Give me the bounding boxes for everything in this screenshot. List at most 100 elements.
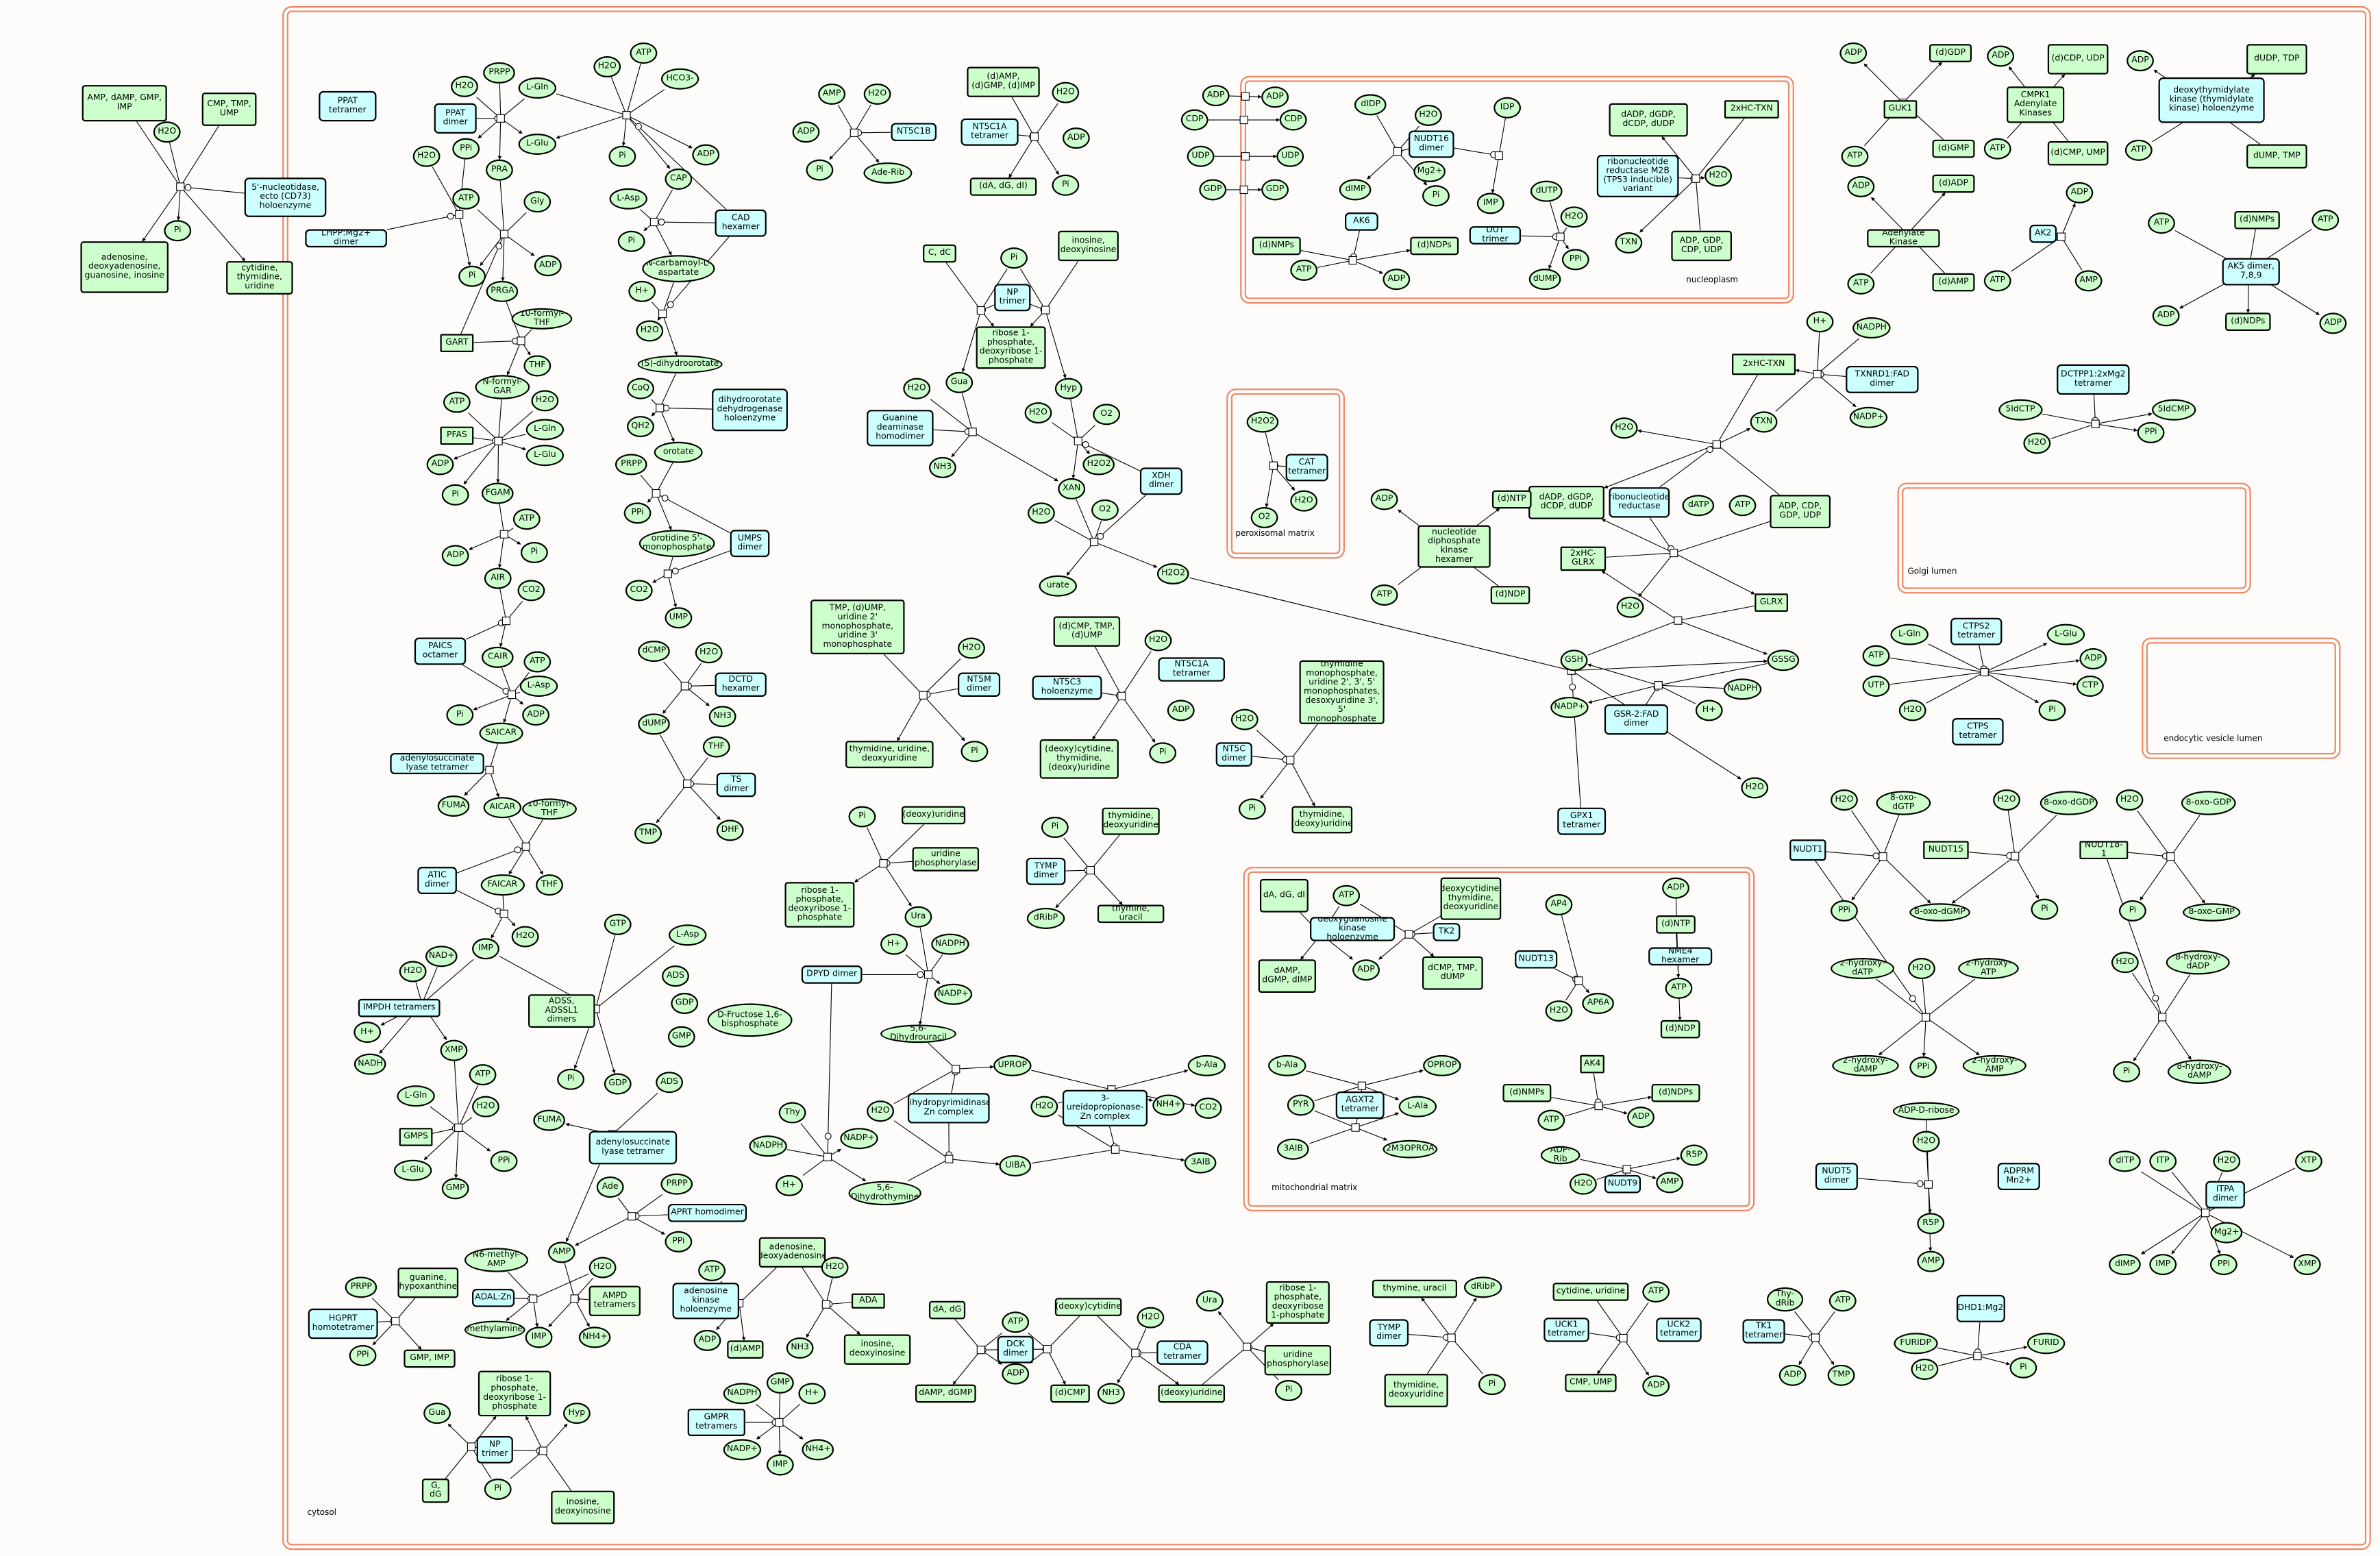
molecule-ppi[interactable]: PPi xyxy=(452,138,480,160)
molecule-8-oxo-gdp[interactable]: 8-oxo-GDP xyxy=(2181,791,2236,815)
molecule-atp[interactable]: ATP xyxy=(2125,140,2153,161)
molecule-oprop[interactable]: OPROP xyxy=(1423,1055,1461,1076)
molecule-h2o[interactable]: H2O xyxy=(636,320,663,341)
molecule-atp[interactable]: ATP xyxy=(1371,584,1398,606)
molecule-adp[interactable]: ADP xyxy=(1352,959,1380,980)
molecule-pi[interactable]: Pi xyxy=(2031,899,2058,920)
complex-uck2-tetramer[interactable]: UCK2 tetramer xyxy=(1656,1318,1701,1342)
molecule-pi[interactable]: Pi xyxy=(806,160,833,181)
molecule-adp[interactable]: ADP xyxy=(1662,878,1689,899)
molecule-adp[interactable]: ADP xyxy=(692,144,719,165)
complex-cad-hexamer[interactable]: CAD hexamer xyxy=(715,210,767,237)
molecule-adp[interactable]: ADP xyxy=(1987,45,2014,66)
entity-set-deoxy-cytidine[interactable]: (deoxy)cytidine xyxy=(1055,1298,1121,1316)
molecule-udp[interactable]: UDP xyxy=(1276,146,1304,167)
molecule-l-gln[interactable]: L-Gln xyxy=(526,419,564,441)
molecule-aicar[interactable]: AICAR xyxy=(484,797,521,818)
complex-adenylosuccinate-lyase-tetramer[interactable]: adenylosuccinate lyase tetramer xyxy=(390,753,484,774)
complex-dihydroorotate-dehydrogenase-holoenzyme[interactable]: dihydroorotate dehydrogenase holoenzyme xyxy=(712,388,788,431)
entity-set-damp-dgmp[interactable]: dAMP, dGMP xyxy=(915,1385,976,1403)
molecule-coq[interactable]: CoQ xyxy=(627,378,654,399)
molecule-orotidine-5-monophosphate[interactable]: orotidine 5'-monophosphate xyxy=(639,530,715,557)
complex-set-nudt1[interactable]: NUDT1 xyxy=(1789,839,1826,861)
molecule-furid[interactable]: FURID xyxy=(2027,1333,2065,1354)
molecule-8-oxo-gmp[interactable]: 8-oxo-GMP xyxy=(2183,903,2240,922)
molecule-h2o[interactable]: H2O xyxy=(864,84,891,105)
entity-set-thymidine-deoxy-uridine[interactable]: thymidine, (deoxy)uridine xyxy=(1291,806,1352,833)
molecule-l-asp[interactable]: L-Asp xyxy=(520,676,558,697)
molecule-h2o[interactable]: H2O xyxy=(2023,432,2050,454)
molecule-nadph[interactable]: NADPH xyxy=(1724,678,1761,700)
entity-set-d-adp[interactable]: (d)ADP xyxy=(1932,175,1974,193)
complex-dctpp1-2xmg2-tetramer[interactable]: DCTPP1:2xMg2 tetramer xyxy=(2057,365,2129,395)
molecule-amp[interactable]: AMP xyxy=(1656,1172,1683,1193)
molecule-h2o[interactable]: H2O xyxy=(867,1100,894,1122)
complex-paics-octamer[interactable]: PAICS octamer xyxy=(414,638,466,665)
molecule-adp[interactable]: ADP xyxy=(694,1330,721,1351)
entity-set-inosine-deoxyinosine[interactable]: inosine, deoxyinosine xyxy=(844,1335,910,1365)
entity-set-cytidine-uridine[interactable]: cytidine, uridine xyxy=(1553,1283,1629,1301)
molecule-adp[interactable]: ADP xyxy=(1371,489,1398,510)
entity-set-damp-dgmp-dimp[interactable]: dAMP, dGMP, dIMP xyxy=(1259,959,1316,993)
molecule-pi[interactable]: Pi xyxy=(557,1069,584,1090)
entity-set-dadp-dgdp-dcdp-dudp[interactable]: dADP, dGDP, dCDP, dUDP xyxy=(1609,103,1688,137)
protein-glrx[interactable]: GLRX xyxy=(1755,593,1788,612)
complex-itpa-dimer[interactable]: ITPA dimer xyxy=(2205,1181,2245,1209)
molecule-h[interactable]: H+ xyxy=(880,934,908,955)
complex-tymp-dimer[interactable]: TYMP dimer xyxy=(1369,1319,1409,1346)
complex-hdhd1-mg2[interactable]: HDHD1:Mg2+ xyxy=(1957,1295,2005,1322)
complex-cat-tetramer[interactable]: CAT tetramer xyxy=(1286,454,1328,481)
molecule-nadph[interactable]: NADPH xyxy=(931,934,969,955)
molecule-dribp[interactable]: dRibP xyxy=(1027,908,1065,929)
complex-nt5c1a-tetramer[interactable]: NT5C1A tetramer xyxy=(960,119,1018,146)
molecule-furidp[interactable]: FURIDP xyxy=(1894,1333,1937,1354)
molecule-gmp[interactable]: GMP xyxy=(668,1026,695,1048)
molecule-gdp[interactable]: GDP xyxy=(1199,179,1226,200)
entity-set-d-gdp[interactable]: (d)GDP xyxy=(1929,44,1972,62)
complex-np-trimer[interactable]: NP trimer xyxy=(477,1436,513,1464)
molecule-b-ala[interactable]: b-Ala xyxy=(1188,1055,1226,1076)
molecule-gdp[interactable]: GDP xyxy=(1261,179,1289,200)
molecule-pi[interactable]: Pi xyxy=(458,266,486,287)
molecule-ppi[interactable]: PPi xyxy=(2137,422,2165,443)
molecule-n6-methyl-amp[interactable]: N6-methyl-AMP xyxy=(464,1248,528,1272)
molecule-thy-drib[interactable]: Thy-dRib xyxy=(1767,1287,1803,1311)
entity-set-tmp-d-ump-uridine-2-monophosphate-uridine-3-monophosphate[interactable]: TMP, (d)UMP, uridine 2' monophosphate, u… xyxy=(810,600,904,654)
complex-dihydropyrimidinase-zn-complex[interactable]: Dihydropyrimidinase-Zn complex xyxy=(908,1093,990,1123)
entity-set-deoxy-uridine[interactable]: (deoxy)uridine xyxy=(902,806,965,824)
molecule-5idcmp[interactable]: 5IdCMP xyxy=(2152,399,2195,421)
molecule-adp[interactable]: ADP xyxy=(1261,86,1289,108)
complex-nt5c-dimer[interactable]: NT5C dimer xyxy=(1216,742,1252,766)
molecule-txn[interactable]: TXN xyxy=(1750,411,1778,432)
molecule-pi[interactable]: Pi xyxy=(2039,700,2066,721)
entity-set-thymidine-uridine-deoxyuridine[interactable]: thymidine, uridine, deoxyuridine xyxy=(845,741,934,768)
molecule-gmp[interactable]: GMP xyxy=(767,1372,794,1394)
molecule-h2o[interactable]: H2O xyxy=(1415,105,1442,126)
molecule-adp[interactable]: ADP xyxy=(522,704,549,726)
complex-ppat-tetramer[interactable]: PPAT tetramer xyxy=(319,91,376,121)
protein-nudt15[interactable]: NUDT15 xyxy=(1923,841,1968,859)
molecule-h2o[interactable]: H2O xyxy=(1908,958,1935,979)
molecule-nadp[interactable]: NADP+ xyxy=(840,1128,878,1149)
molecule-co2[interactable]: CO2 xyxy=(518,580,545,601)
entity-set-thymidine-deoxyuridine[interactable]: thymidine, deoxyuridine xyxy=(1385,1374,1448,1407)
entity-set-da-dg[interactable]: dA, dG xyxy=(929,1301,965,1320)
protein-gmps[interactable]: GMPS xyxy=(399,1128,433,1146)
molecule-h2o[interactable]: H2O xyxy=(153,121,181,143)
molecule-imp[interactable]: IMP xyxy=(472,938,499,959)
molecule-pi[interactable]: Pi xyxy=(2113,1061,2140,1083)
molecule-atp[interactable]: ATP xyxy=(1642,1281,1670,1302)
molecule-8-oxo-dgmp[interactable]: 8-oxo-dGMP xyxy=(1909,903,1970,922)
molecule-pi[interactable]: Pi xyxy=(2009,1357,2037,1379)
molecule-h2o[interactable]: H2O xyxy=(1611,417,1638,439)
molecule-pi[interactable]: Pi xyxy=(960,741,988,762)
protein-ada[interactable]: ADA xyxy=(852,1294,885,1309)
molecule-s-dihydroorotate[interactable]: (S)-dihydroorotate xyxy=(638,355,723,373)
molecule-h2o[interactable]: H2O xyxy=(1025,402,1052,423)
molecule-h[interactable]: H+ xyxy=(1696,700,1723,721)
molecule-hco3[interactable]: HCO3- xyxy=(661,69,699,90)
complex-tk2[interactable]: TK2 xyxy=(1433,923,1461,941)
molecule-8-oxo-dgdp[interactable]: 8-oxo-dGDP xyxy=(2040,791,2098,815)
molecule-h2o[interactable]: H2O xyxy=(1137,1307,1164,1329)
molecule-h2o[interactable]: H2O xyxy=(1741,777,1768,798)
